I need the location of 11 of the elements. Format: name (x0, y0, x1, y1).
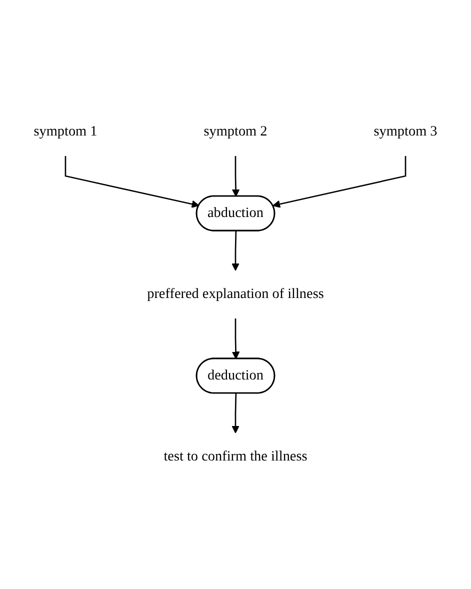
arrow (232, 156, 240, 197)
arrow (272, 156, 406, 208)
node-text: preffered explanation of illness (147, 286, 324, 302)
node-text: symptom 2 (204, 124, 268, 140)
node-text: test to confirm the illness (164, 448, 308, 464)
arrow (232, 318, 240, 360)
arrow (64, 156, 200, 208)
node-text: symptom 3 (374, 124, 438, 140)
arrow (232, 393, 240, 434)
arrow (232, 231, 240, 271)
node-text: symptom 1 (34, 124, 98, 140)
